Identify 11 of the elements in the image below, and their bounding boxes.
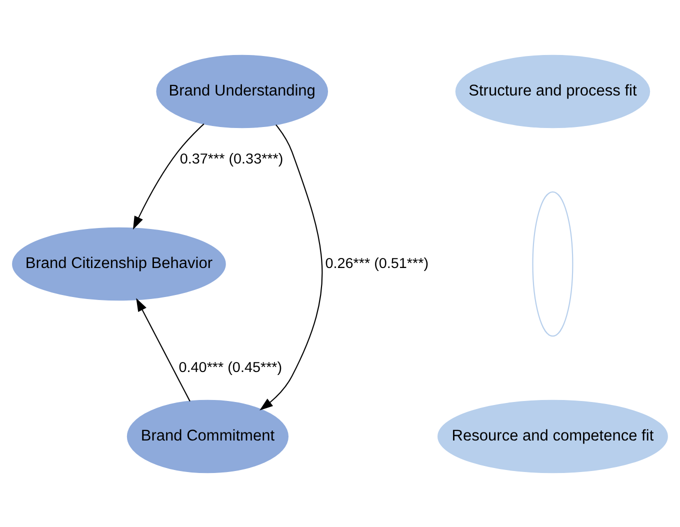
node-ellipse: Resource and competence fit — [438, 399, 668, 473]
edge-label: 0.26*** (0.51***) — [325, 255, 429, 272]
node-ellipse: Brand Citizenship Behavior — [12, 226, 226, 300]
arrow — [132, 123, 204, 230]
node-ellipse — [532, 190, 574, 336]
arrow — [260, 124, 323, 410]
node-ellipse: Brand Understanding — [156, 54, 328, 128]
edge-label: 0.37*** (0.33***) — [180, 150, 284, 167]
arrow — [136, 298, 190, 402]
node-ellipse: Structure and process fit — [455, 54, 650, 128]
edge-label: 0.40*** (0.45***) — [178, 360, 282, 376]
